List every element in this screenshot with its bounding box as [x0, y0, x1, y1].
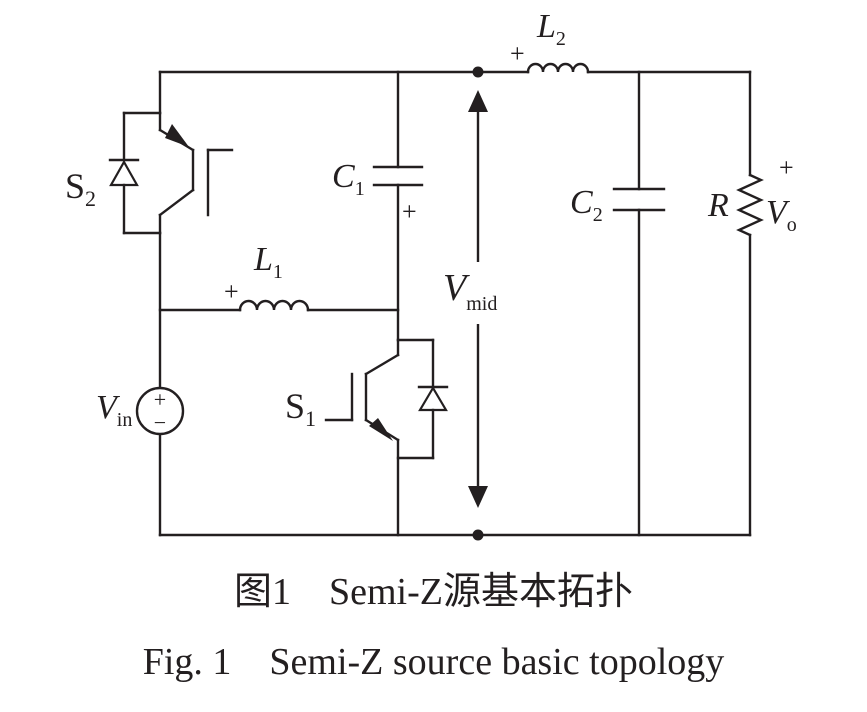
r-label: R — [707, 187, 729, 224]
vmid-label: Vmid — [443, 267, 497, 315]
circuit-diagram: S2 + L1 C1 + S1 + − Vin Vmi — [65, 8, 797, 541]
node-top — [472, 66, 484, 78]
c1-plus: + — [402, 197, 417, 226]
vin-label: Vin — [96, 389, 132, 431]
c2-label: C2 — [570, 184, 603, 226]
s1-switch — [324, 338, 449, 537]
l1-plus: + — [224, 277, 239, 306]
l1-label: L1 — [253, 241, 283, 283]
vo-plus: + — [779, 153, 794, 182]
l2-plus: + — [510, 39, 525, 68]
l1-inductor — [238, 299, 310, 312]
l2-inductor — [526, 62, 590, 74]
figure-caption-english: Fig. 1 Semi-Z source basic topology — [142, 641, 725, 683]
vo-label: Vo — [766, 194, 797, 236]
svg-text:+: + — [154, 387, 166, 412]
figure-caption-chinese: 图1 Semi-Z源基本拓扑 — [234, 571, 633, 613]
s2-label: S2 — [65, 166, 96, 211]
svg-text:−: − — [154, 410, 166, 435]
l2-label: L2 — [536, 8, 566, 50]
c1-label: C1 — [332, 158, 365, 200]
vmid-label-bg — [440, 262, 500, 324]
vmid-arrowhead-down — [468, 486, 488, 508]
vin-source: + − — [135, 386, 185, 436]
r-resistor — [736, 173, 764, 237]
node-bottom — [472, 529, 484, 541]
vmid-arrowhead-up — [468, 90, 488, 112]
s1-label: S1 — [285, 386, 316, 431]
s2-switch — [108, 111, 234, 235]
